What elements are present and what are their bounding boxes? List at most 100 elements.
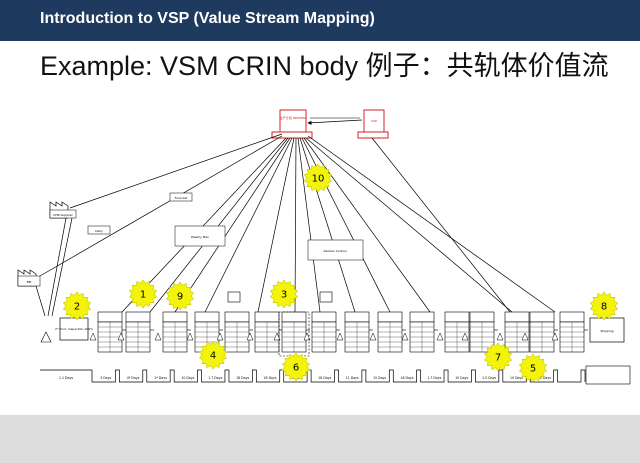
supplier-1-label: CHB Supplier	[53, 213, 73, 217]
callout-number: 4	[210, 351, 216, 362]
callout-number: 10	[312, 174, 325, 185]
kanban-note-label: Kanban Control	[323, 249, 346, 253]
inventory-triangle	[273, 332, 281, 341]
header-title: Introduction to VSP (Value Stream Mappin…	[40, 10, 375, 27]
vsm-diagram: 生产计划 MRP/ERP VSP CHB Supplier BM	[17, 109, 631, 385]
vsp-box: VSP	[357, 109, 389, 139]
timeline-label: 1.7 Days	[208, 376, 222, 380]
process-box	[336, 311, 373, 353]
timeline-label: 18 Days	[318, 376, 331, 380]
timeline-label: 10 Days	[455, 376, 468, 380]
inventory-triangle	[461, 332, 469, 341]
inventory-triangle	[40, 331, 52, 343]
inventory-triangle	[303, 332, 311, 341]
callout-number: 2	[74, 302, 80, 313]
callout-3: 3	[269, 279, 299, 309]
callouts: 1 2 3 4 5 6 7 8 9 10	[62, 163, 619, 383]
production-control-box: 生产计划 MRP/ERP	[271, 109, 313, 139]
timeline-ladder	[40, 369, 586, 383]
process-box	[436, 311, 473, 353]
forecast-note	[169, 192, 193, 202]
kanban-post	[227, 291, 241, 303]
inspection-label: 2* Prod. Inspection 100%	[55, 327, 93, 331]
process-box	[303, 311, 340, 353]
vsp-label: VSP	[371, 119, 377, 123]
callout-6: 6	[281, 352, 311, 382]
inventory-triangle	[401, 332, 409, 341]
callout-7: 7	[483, 342, 513, 372]
timeline: 1.1 Days 3 Days 4* Days 1* Days 10 Days 1.7 D…	[40, 365, 631, 385]
inventory-triangle	[551, 332, 559, 341]
timeline-label: 4.5 Days	[537, 376, 551, 380]
timeline-label: 11 Days	[346, 376, 359, 380]
callout-number: 9	[177, 292, 183, 303]
callout-number: 5	[530, 364, 536, 375]
timeline-label: 1.7 Days	[427, 376, 441, 380]
timeline-label: 1.5 Days	[482, 376, 496, 380]
kanban-note	[307, 239, 364, 261]
timeline-label: 16 Days	[264, 376, 277, 380]
inventory-triangle	[89, 332, 97, 341]
callout-number: 6	[293, 363, 299, 374]
process-box	[117, 311, 154, 353]
inventory-triangle	[436, 332, 444, 341]
shipping-box	[589, 317, 625, 343]
process-box	[154, 311, 191, 353]
callout-2: 2	[62, 291, 92, 321]
inventory-triangle	[117, 332, 125, 341]
header-bar	[0, 0, 640, 41]
inventory-triangle	[336, 332, 344, 341]
inventory-triangle	[216, 332, 224, 341]
timeline-label: 10 Days	[181, 376, 194, 380]
timeline-label: 1* Days	[154, 376, 167, 380]
inventory-triangle	[154, 332, 162, 341]
callout-9: 9	[165, 281, 195, 311]
forecast-note-label: Forecast	[175, 196, 189, 200]
supplier-2-label: BM	[27, 280, 32, 284]
timeline-label: 4* Days	[127, 376, 140, 380]
callout-1: 1	[128, 279, 158, 309]
info-flow-lines	[35, 133, 556, 317]
inventory-triangle	[521, 332, 529, 341]
process-box	[246, 311, 283, 353]
callout-number: 3	[281, 290, 287, 301]
callout-number: 7	[495, 353, 501, 364]
daily-note-label: Daily	[95, 229, 103, 233]
inventory-triangle	[186, 332, 194, 341]
production-control-label: 生产计划 MRP/ERP	[280, 115, 306, 120]
process-box	[216, 311, 253, 353]
process-box	[521, 311, 558, 353]
callout-number: 8	[601, 302, 607, 313]
timeline-label: 18 Days	[400, 376, 413, 380]
callout-5: 5	[518, 353, 548, 383]
supplier-factory-2: BM	[17, 269, 41, 287]
supplier-factory-1: CHB Supplier	[49, 201, 77, 219]
inventory-triangle	[369, 332, 377, 341]
process-box	[273, 311, 310, 353]
callout-number: 1	[140, 290, 146, 301]
timeline-label: 10 Days	[510, 376, 523, 380]
daily-note	[87, 225, 111, 235]
timeline-label: 1.1 Days	[59, 376, 73, 380]
callout-8: 8	[589, 291, 619, 321]
process-box	[369, 311, 406, 353]
timeline-label: 15 Days	[373, 376, 386, 380]
shipping-label: Shipping	[600, 329, 613, 333]
weekly-plan-label: Weekly Plan	[191, 235, 209, 239]
process-box	[461, 311, 498, 353]
slide-title: Example: VSM CRIN body 例子：共轨体价值流	[40, 51, 609, 81]
inventory-triangle	[496, 332, 504, 341]
timeline-label: 3 Days	[100, 376, 111, 380]
callout-4: 4	[198, 340, 228, 370]
callout-10: 10	[303, 163, 333, 193]
timeline-label: 18 Days	[236, 376, 249, 380]
weekly-plan-note	[174, 225, 226, 247]
process-box	[401, 311, 438, 353]
timeline-summary-box	[585, 365, 631, 385]
footer-band	[0, 415, 640, 463]
process-box	[551, 311, 588, 353]
inventory-triangle	[246, 332, 254, 341]
kanban-post	[319, 291, 333, 303]
inspection-box	[59, 317, 89, 341]
process-box	[496, 311, 533, 353]
